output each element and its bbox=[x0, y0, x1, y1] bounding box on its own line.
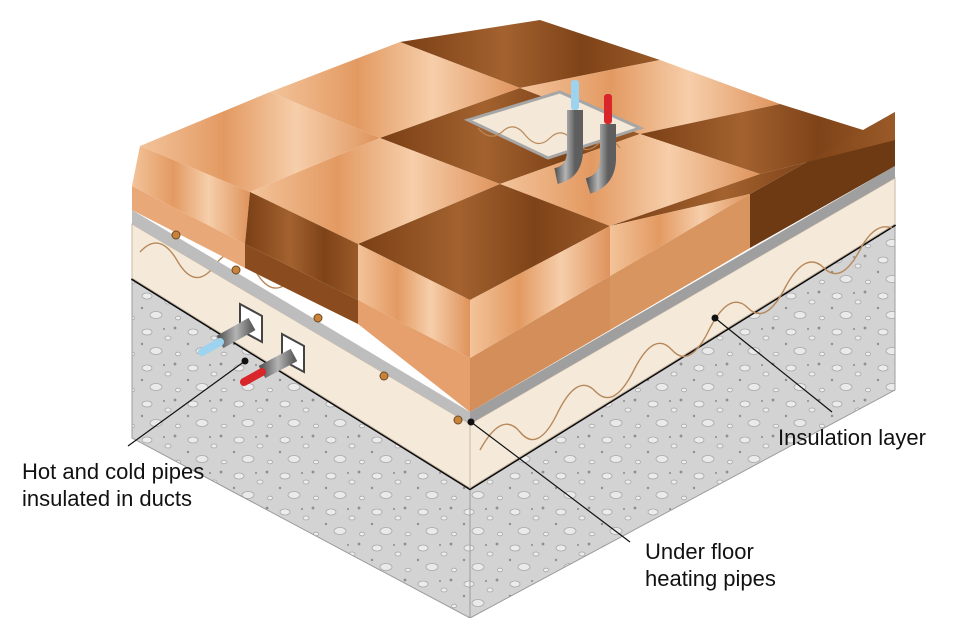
hot-pipe-riser bbox=[585, 124, 616, 194]
cold-pipe-riser bbox=[553, 110, 583, 184]
tile-light bbox=[140, 92, 380, 192]
tile-edge bbox=[470, 276, 610, 412]
ducts-callout-line-2: insulated in ducts bbox=[22, 486, 192, 511]
heating-pipe-dot bbox=[231, 265, 241, 275]
heating-pipe-dot bbox=[313, 313, 323, 323]
tile-edge bbox=[132, 186, 245, 268]
heating-callout-label: Under floor heating pipes bbox=[645, 538, 776, 592]
tile-light bbox=[610, 194, 750, 276]
hot-pipe-end bbox=[240, 368, 266, 386]
leader-dot-ducts bbox=[241, 357, 249, 365]
pipe-ducts bbox=[198, 302, 305, 386]
insulation-callout-label: Insulation layer bbox=[778, 424, 926, 451]
ducts-callout-label: Hot and cold pipes insulated in ducts bbox=[22, 458, 204, 512]
heating-pipe-dot bbox=[379, 371, 389, 381]
heating-pipe-dot bbox=[453, 415, 463, 425]
floor-cutout bbox=[463, 90, 645, 160]
tile-light bbox=[358, 244, 470, 358]
leader-dot-insulation bbox=[711, 314, 719, 322]
tile-dark bbox=[358, 184, 610, 300]
tile-edge bbox=[610, 194, 750, 330]
tile-light bbox=[520, 60, 780, 134]
tile-edge bbox=[358, 300, 470, 412]
leader-line-ducts bbox=[127, 360, 246, 447]
tile-light bbox=[250, 138, 500, 244]
leader-line-heating bbox=[470, 421, 631, 543]
tile-light bbox=[270, 42, 520, 138]
tile-dark bbox=[245, 192, 358, 300]
tile-light bbox=[500, 134, 760, 226]
tile-dark bbox=[640, 104, 895, 174]
tile-light bbox=[132, 146, 250, 244]
heating-pipe-side bbox=[479, 226, 893, 451]
ducts-callout-line-1: Hot and cold pipes bbox=[22, 459, 205, 484]
tile-light bbox=[470, 226, 610, 358]
cold-pipe-end bbox=[198, 338, 224, 356]
leader-line-insulation bbox=[714, 317, 833, 413]
hot-pipe-tip bbox=[604, 94, 612, 124]
heating-pipe-dot bbox=[171, 230, 181, 240]
cold-duct-sleeve bbox=[216, 317, 256, 349]
cold-pipe-tip bbox=[571, 80, 579, 110]
hot-duct-sleeve bbox=[258, 348, 298, 379]
tile-edge bbox=[245, 244, 358, 324]
screed-strip-side bbox=[470, 166, 895, 424]
cutout-heating-pipe bbox=[477, 126, 621, 151]
heating-pipe-dots bbox=[171, 230, 463, 425]
heating-callout-line-1: Under floor bbox=[645, 539, 754, 564]
tile-dark bbox=[400, 20, 660, 88]
leader-dot-heating bbox=[467, 418, 475, 426]
insulation-callout-line-1: Insulation layer bbox=[778, 425, 926, 450]
heating-callout-line-2: heating pipes bbox=[645, 566, 776, 591]
screed-strip-front bbox=[132, 210, 470, 424]
